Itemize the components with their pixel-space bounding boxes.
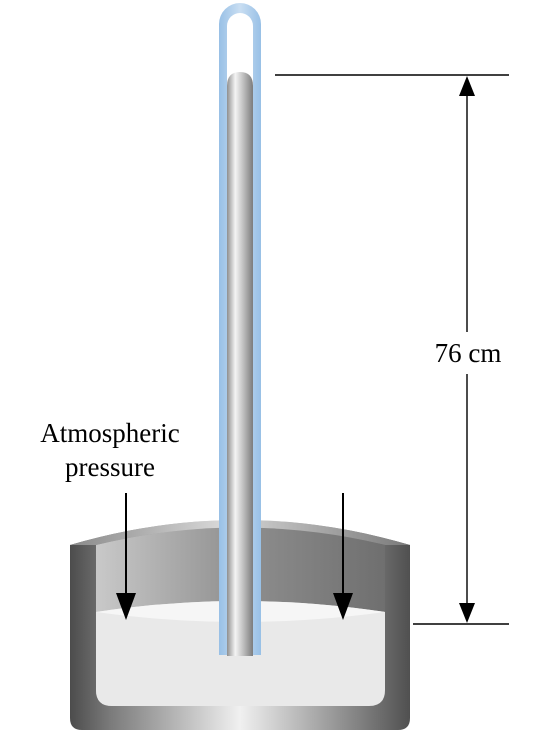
pressure-arrow-right: [333, 493, 353, 620]
pressure-arrow-left: [116, 493, 136, 620]
atmospheric-label-line2: pressure: [65, 452, 155, 482]
down-arrow-icon: [459, 603, 475, 623]
up-arrow-icon: [459, 76, 475, 96]
down-arrow-icon: [116, 593, 136, 620]
down-arrow-icon: [333, 593, 353, 620]
mercury-column: [227, 72, 253, 656]
barometer-tube: [219, 3, 261, 656]
height-dimension: [275, 74, 509, 625]
height-label: 76 cm: [435, 338, 502, 368]
dish-rim: [70, 520, 410, 545]
atmospheric-label-line1: Atmospheric: [40, 418, 179, 448]
